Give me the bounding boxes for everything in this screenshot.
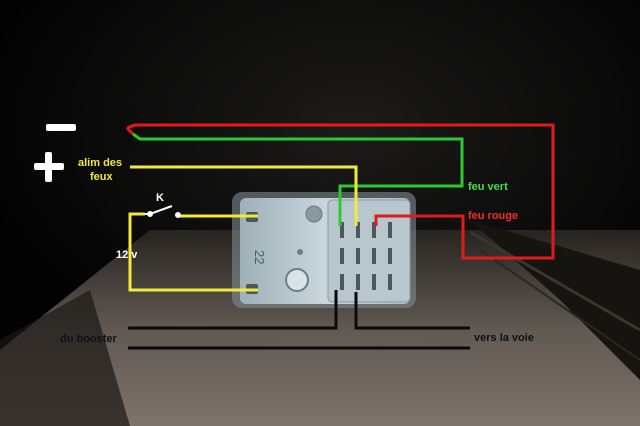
minus-symbol: [46, 124, 76, 131]
label-alim-des: alim des: [78, 157, 123, 169]
relay-dot: [297, 249, 303, 255]
red-wire: [125, 123, 555, 260]
black-wires: [128, 290, 470, 350]
label-feux: feux: [90, 171, 113, 183]
floor-shadow: [0, 290, 130, 426]
label-feu-vert: feu vert: [468, 181, 508, 193]
yellow-wire: [128, 165, 358, 292]
label-vers-la-voie: vers la voie: [474, 332, 534, 344]
label-du-booster: du booster: [60, 333, 117, 345]
relay: 22: [232, 192, 416, 308]
relay-button: [285, 268, 309, 292]
label-switch-k: K: [156, 192, 164, 204]
plus-symbol: [34, 152, 64, 182]
label-feu-rouge: feu rouge: [468, 210, 519, 222]
switch-k: [145, 205, 181, 218]
relay-top-screw: [305, 205, 323, 223]
relay-marking: 22: [252, 250, 267, 264]
track-rail: [469, 220, 640, 380]
label-12v: 12 v: [116, 249, 138, 261]
green-wire: [132, 132, 464, 226]
